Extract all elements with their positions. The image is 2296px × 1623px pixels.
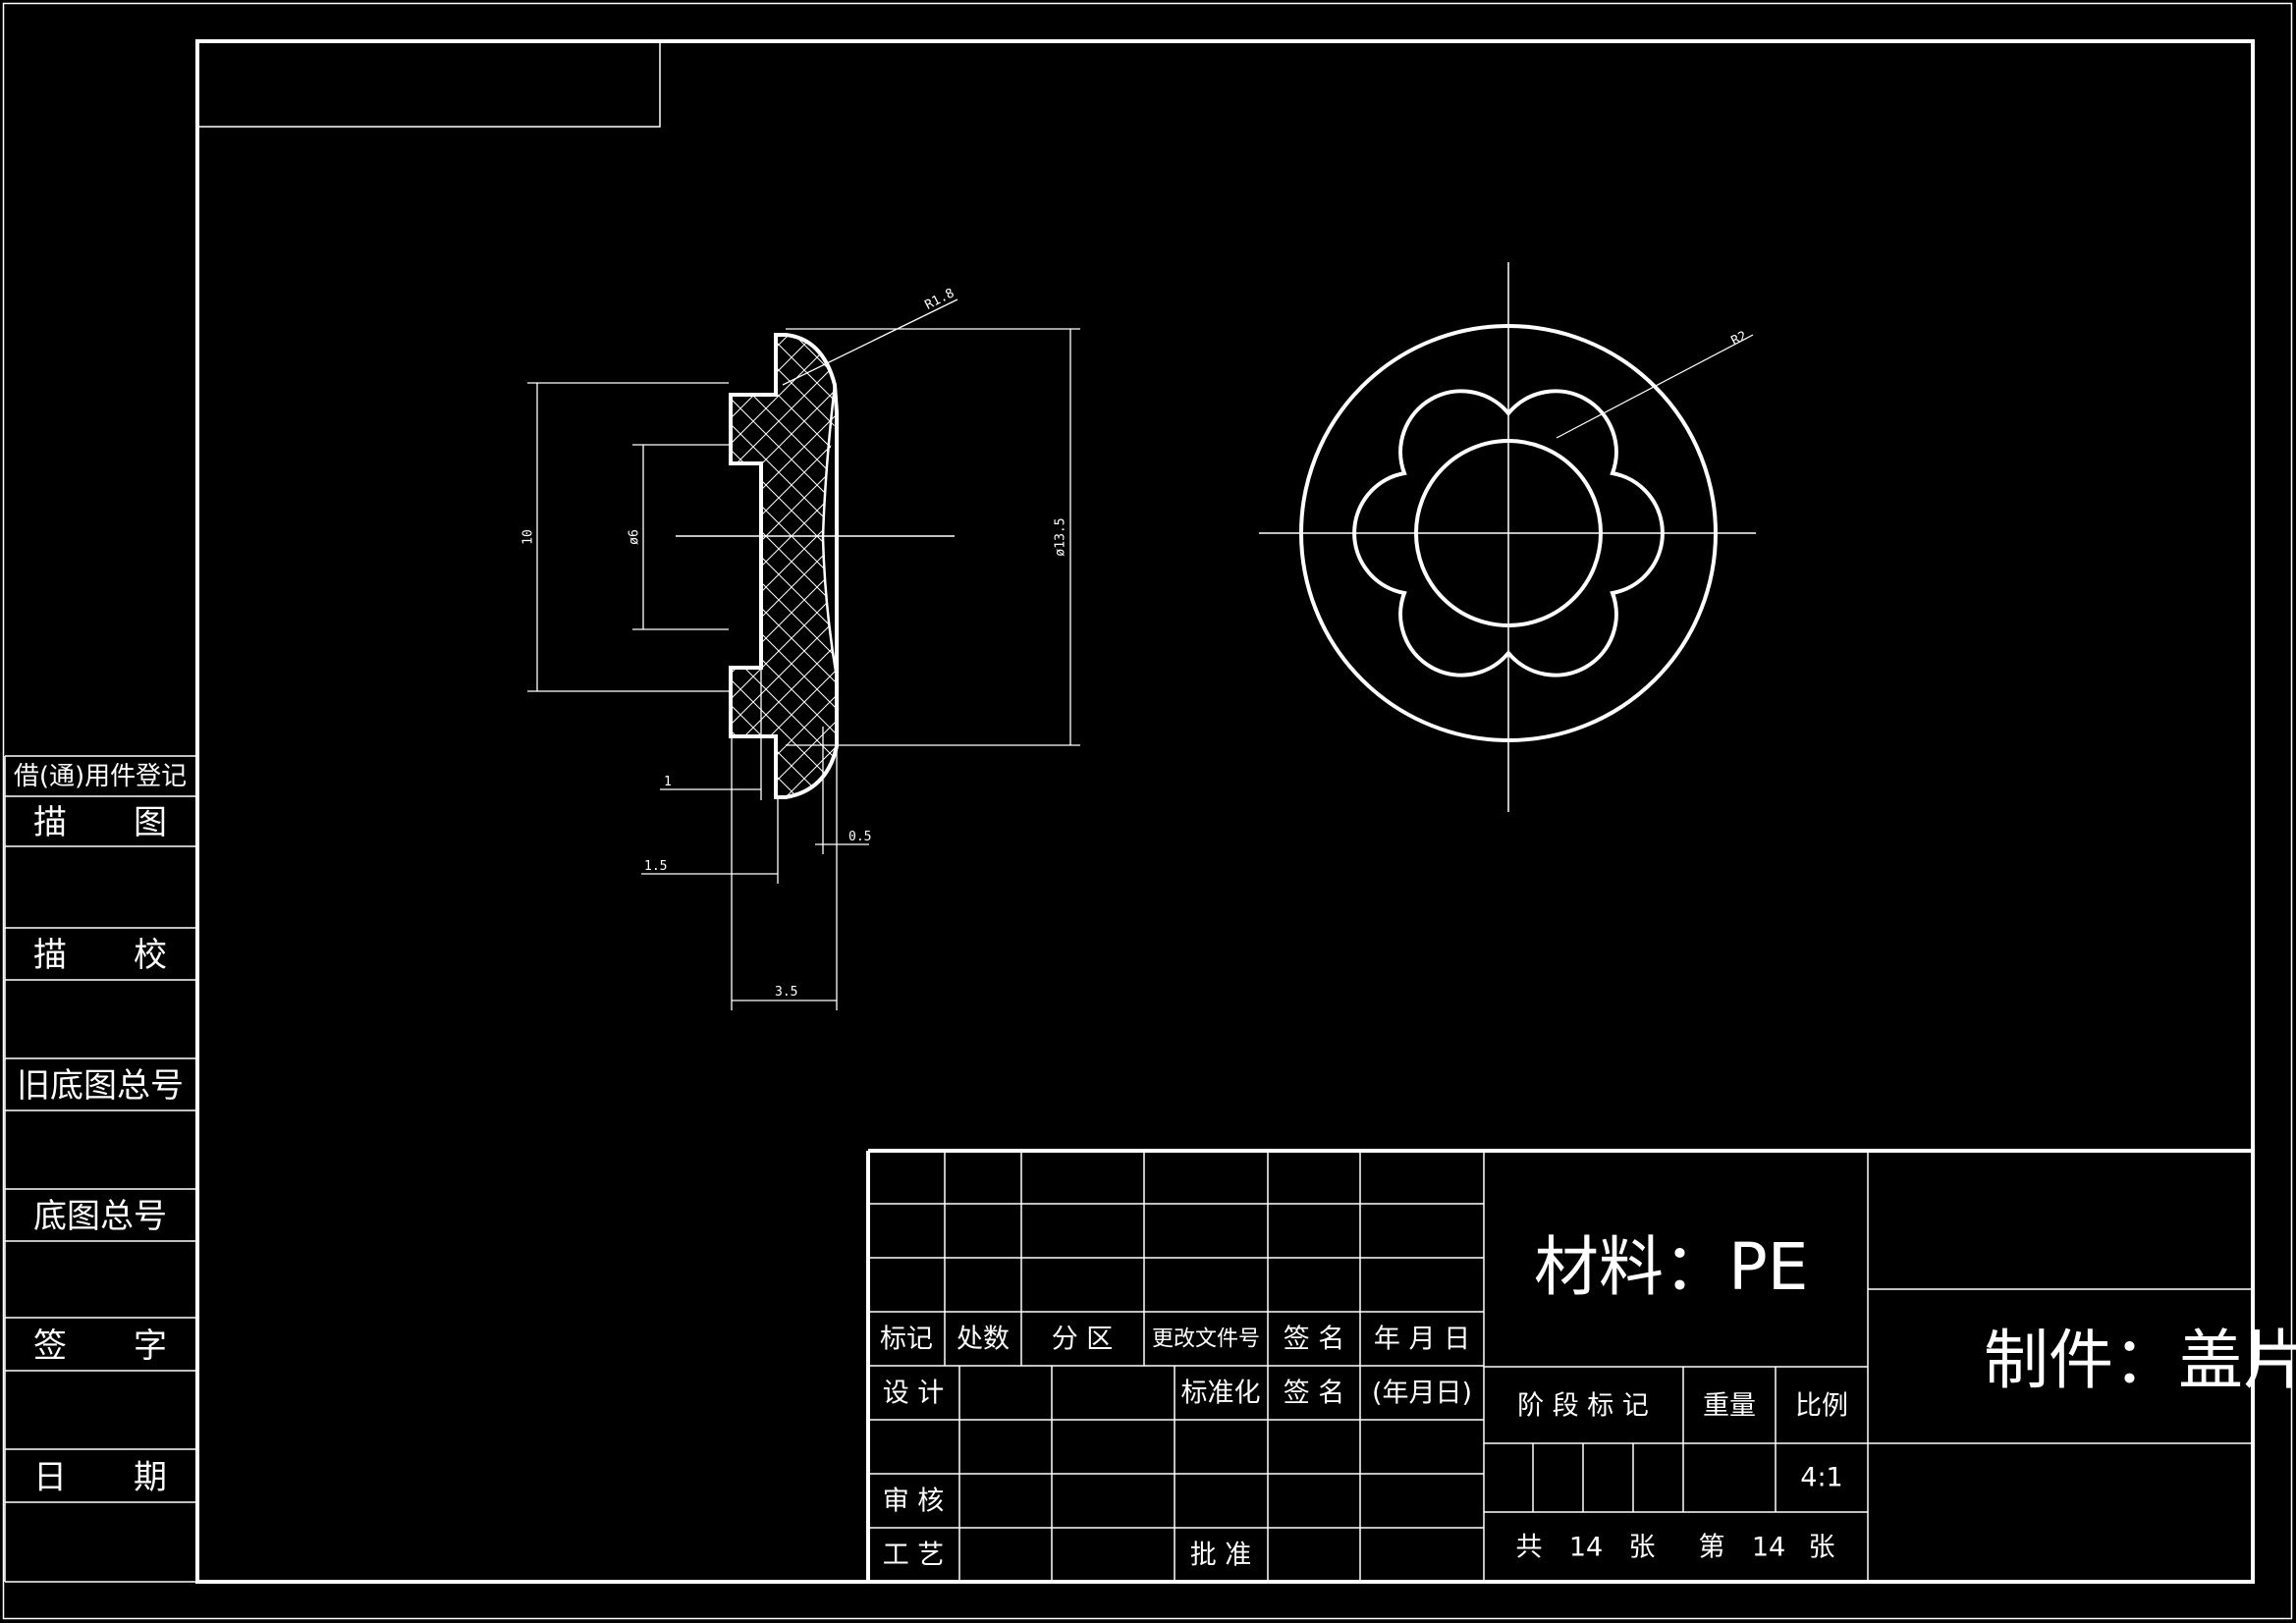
bore-circle (1414, 439, 1603, 627)
r2-leader (1556, 334, 1754, 439)
label-process: 工 艺 (883, 1541, 945, 1571)
register-row-trace-check: 描 校 (33, 936, 167, 975)
dim-edge-radius: R1.8 (923, 286, 957, 313)
sheets-current-prefix: 第 (1699, 1533, 1725, 1563)
col-count: 处数 (957, 1325, 1010, 1355)
dim-total-thickness: 3.5 (775, 985, 797, 1000)
side-register (4, 755, 195, 1583)
part-name: 制件：盖片 (1984, 1323, 2296, 1398)
sheets-current-suffix: 张 (1809, 1533, 1835, 1563)
front-view: R2 (1259, 262, 1756, 812)
outer-circle (1299, 324, 1718, 742)
register-row-signature: 签 字 (33, 1326, 167, 1366)
dim-lobe-radius: R2 (1729, 329, 1750, 349)
dim-overall-height: 10 (521, 529, 536, 545)
scale-label: 比例 (1795, 1391, 1848, 1422)
section-hatch (731, 335, 837, 797)
register-row-old-base-no: 旧底图总号 (17, 1066, 184, 1106)
material-label: 材料：PE (1534, 1229, 1809, 1305)
section-curved-face (821, 384, 839, 678)
side-register-labels: 借(通)用件登记 描 图 描 校 旧底图总号 底图总号 签 字 日 期 (14, 762, 187, 1497)
dim-step-1: 1 (664, 775, 672, 789)
label-approve: 批 准 (1190, 1541, 1252, 1571)
register-row-base-no: 底图总号 (33, 1197, 167, 1236)
col-mark: 标记 (880, 1325, 933, 1355)
col-zone: 分 区 (1052, 1325, 1114, 1355)
register-row-date: 日 期 (33, 1458, 167, 1497)
section-outline (729, 333, 839, 799)
top-left-code-box (197, 41, 661, 128)
sheets-total-prefix: 共 (1516, 1533, 1543, 1563)
dim-bore-diameter: ø6 (628, 529, 642, 545)
title-block-labels: 标记 处数 分 区 更改文件号 签 名 年 月 日 设 计 标准化 签 名 (年… (880, 1229, 2296, 1571)
stage-mark-label: 阶 段 标 记 (1517, 1391, 1649, 1422)
register-row-tracing: 描 图 (33, 803, 167, 842)
section-view: 10 ø6 ø13.5 R1.8 1 1.5 0.5 3.5 (521, 286, 1080, 1010)
scale-value: 4:1 (1800, 1463, 1842, 1493)
weight-label: 重量 (1703, 1391, 1756, 1422)
register-header: 借(通)用件登记 (14, 762, 187, 791)
label-review: 审 核 (883, 1487, 945, 1517)
title-block (866, 1149, 2253, 1582)
sheets-total-suffix: 张 (1629, 1533, 1656, 1563)
col-signature: 签 名 (1284, 1325, 1345, 1355)
flower-lobed-recess (1352, 389, 1665, 677)
drawing-frame (195, 39, 2255, 1584)
label-standardization: 标准化 (1181, 1379, 1261, 1409)
dim-face-0-5: 0.5 (848, 830, 871, 844)
dim-step-1-5: 1.5 (644, 859, 667, 874)
label-std-signature: 签 名 (1284, 1379, 1345, 1409)
sheets-current: 14 (1752, 1533, 1785, 1563)
col-change-doc: 更改文件号 (1152, 1327, 1260, 1352)
label-std-date: (年月日) (1372, 1379, 1472, 1409)
label-design: 设 计 (883, 1379, 945, 1409)
sheets-total: 14 (1569, 1533, 1603, 1563)
dim-outer-diameter: ø13.5 (1054, 517, 1068, 556)
col-date: 年 月 日 (1374, 1325, 1470, 1355)
